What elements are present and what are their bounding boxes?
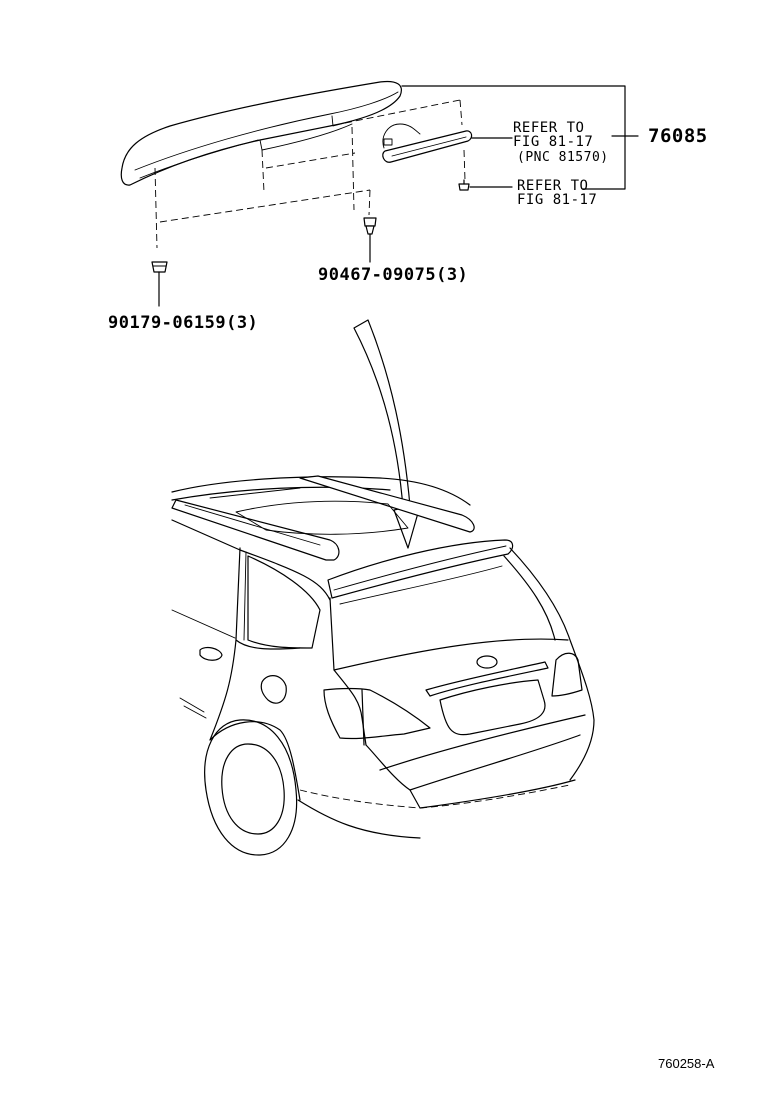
label-spoiler-assembly: 76085 [648, 125, 708, 147]
label-lamp-pnc: (PNC 81570) [517, 150, 609, 165]
projection-lines [154, 99, 466, 249]
label-screw-fig: FIG 81-17 [517, 192, 597, 208]
label-clip-left: 90179-06159(3) [108, 313, 258, 333]
label-lamp-fig: FIG 81-17 [513, 134, 593, 150]
assembly-bracket [401, 85, 639, 190]
clip-left [151, 261, 168, 307]
label-screw-refer: REFER TO [517, 178, 588, 194]
stop-lamp [382, 123, 513, 163]
label-lamp-refer: REFER TO [513, 120, 584, 136]
clip-center [363, 217, 377, 263]
location-arrow [353, 319, 421, 549]
vehicle-rear [171, 475, 595, 856]
rear-spoiler [120, 80, 402, 186]
screw [458, 179, 513, 191]
label-clip-center: 90467-09075(3) [318, 265, 468, 285]
figure-id: 760258-A [658, 1056, 715, 1071]
